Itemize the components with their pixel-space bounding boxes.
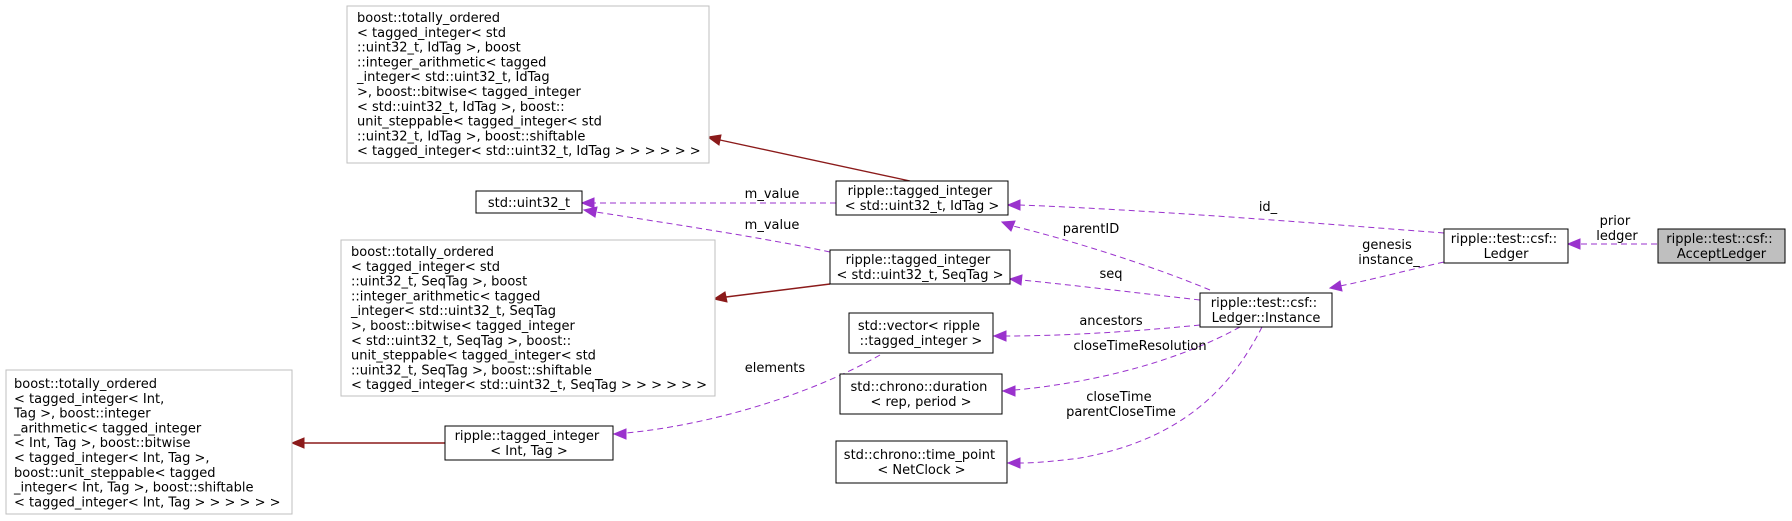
svg-text:ripple::tagged_integer: ripple::tagged_integer < std::uint32_t, …	[845, 184, 1000, 214]
svg-text:std::uint32_t: std::uint32_t	[488, 196, 570, 211]
edge-instance-to-seqtag	[1021, 279, 1201, 301]
arrowhead	[992, 330, 1007, 342]
arrowhead	[706, 134, 722, 146]
node-tagged-integer-seqtag[interactable]: ripple::tagged_integer < std::uint32_t, …	[829, 249, 1011, 285]
edge-instance-to-idtag	[1012, 225, 1211, 291]
arrowhead	[1008, 274, 1023, 286]
node-tagged-integer-idtag[interactable]: ripple::tagged_integer < std::uint32_t, …	[835, 180, 1009, 216]
svg-text:ripple::tagged_integer: ripple::tagged_integer < Int, Tag >	[455, 429, 604, 459]
node-vector[interactable]: std::vector< ripple ::tagged_integer >	[848, 312, 994, 354]
edge-vector-to-int	[625, 354, 881, 434]
edge-label-m-value-idtag: m_value	[745, 187, 800, 202]
edge-ledger-to-idtag	[1019, 204, 1445, 234]
edge-instance-to-vector	[1005, 324, 1201, 337]
edge-ledger-to-instance	[1339, 261, 1445, 287]
svg-text:boost::totally_ordered: boost::totally_ordered < tagged_integer<…	[13, 377, 281, 510]
node-uint32[interactable]: std::uint32_t	[475, 190, 583, 214]
edge-inherit-seqtag	[725, 283, 831, 298]
arrowhead	[1006, 457, 1021, 469]
edge-instance-to-timepoint	[1019, 326, 1263, 464]
edge-labels: prior ledger id_ genesis instance_ paren…	[745, 187, 1639, 420]
svg-text:std::chrono::time_point: std::chrono::time_point < NetClock >	[844, 448, 999, 478]
arrowhead	[1328, 280, 1343, 292]
edge-label-elements: elements	[745, 361, 806, 376]
node-tagged-integer-int[interactable]: ripple::tagged_integer < Int, Tag >	[444, 425, 614, 461]
svg-text:std::vector< ripple ::: std::vector< ripple ::tagged_integer >	[858, 319, 984, 349]
edges	[290, 134, 1657, 469]
arrowhead	[612, 428, 627, 440]
edge-label-ancestors: ancestors	[1079, 314, 1143, 329]
svg-text:ripple::test::csf:: Ac: ripple::test::csf:: AcceptLedger	[1666, 232, 1777, 262]
arrowhead	[1001, 385, 1016, 397]
node-accept-ledger[interactable]: ripple::test::csf:: AcceptLedger	[1657, 228, 1786, 264]
svg-text:ripple::test::csf:: Le: ripple::test::csf:: Ledger::Instance	[1211, 296, 1322, 326]
arrowhead	[1566, 238, 1581, 250]
node-time-point[interactable]: std::chrono::time_point < NetClock >	[835, 440, 1008, 484]
edge-instance-to-duration	[1014, 326, 1241, 391]
node-boost-base-seqtag[interactable]: boost::totally_ordered < tagged_integer<…	[340, 239, 716, 397]
node-boost-base-int[interactable]: boost::totally_ordered < tagged_integer<…	[5, 369, 293, 515]
edge-label-genesis-instance: genesis instance_	[1358, 238, 1420, 268]
edge-label-id: id_	[1259, 200, 1278, 215]
edge-seqtag-to-uint32	[595, 211, 831, 253]
edge-label-m-value-seqtag: m_value	[745, 218, 800, 233]
edge-label-seq: seq	[1099, 267, 1122, 282]
svg-text:ripple::test::csf:: Le: ripple::test::csf:: Ledger	[1451, 232, 1562, 262]
arrowhead	[712, 291, 728, 303]
node-boost-base-idtag[interactable]: boost::totally_ordered < tagged_integer<…	[346, 5, 710, 164]
svg-text:boost::totally_ordered: boost::totally_ordered < tagged_integer<…	[350, 245, 707, 393]
edge-label-prior-ledger: prior ledger	[1596, 214, 1638, 244]
node-ledger-instance[interactable]: ripple::test::csf:: Ledger::Instance	[1199, 292, 1333, 328]
arrowhead	[1006, 199, 1021, 211]
node-ledger[interactable]: ripple::test::csf:: Ledger	[1443, 228, 1569, 264]
svg-text:ripple::tagged_integer: ripple::tagged_integer < std::uint32_t, …	[836, 253, 1003, 283]
arrowhead	[1000, 220, 1016, 232]
arrowhead	[582, 206, 598, 218]
node-duration[interactable]: std::chrono::duration < rep, period >	[839, 373, 1003, 415]
nodes: ripple::test::csf:: AcceptLedger ripple:…	[5, 5, 1786, 515]
edge-inherit-idtag	[719, 139, 911, 182]
svg-text:std::chrono::duration: std::chrono::duration < rep, period >	[850, 380, 991, 410]
edge-label-close-time-resolution: closeTimeResolution	[1073, 339, 1206, 354]
arrowhead	[290, 437, 305, 449]
svg-text:boost::totally_ordered: boost::totally_ordered < tagged_integer<…	[356, 11, 701, 159]
edge-label-parent-id: parentID	[1063, 222, 1119, 237]
arrowhead	[580, 197, 595, 209]
edge-label-close-time: closeTime parentCloseTime	[1066, 390, 1176, 420]
